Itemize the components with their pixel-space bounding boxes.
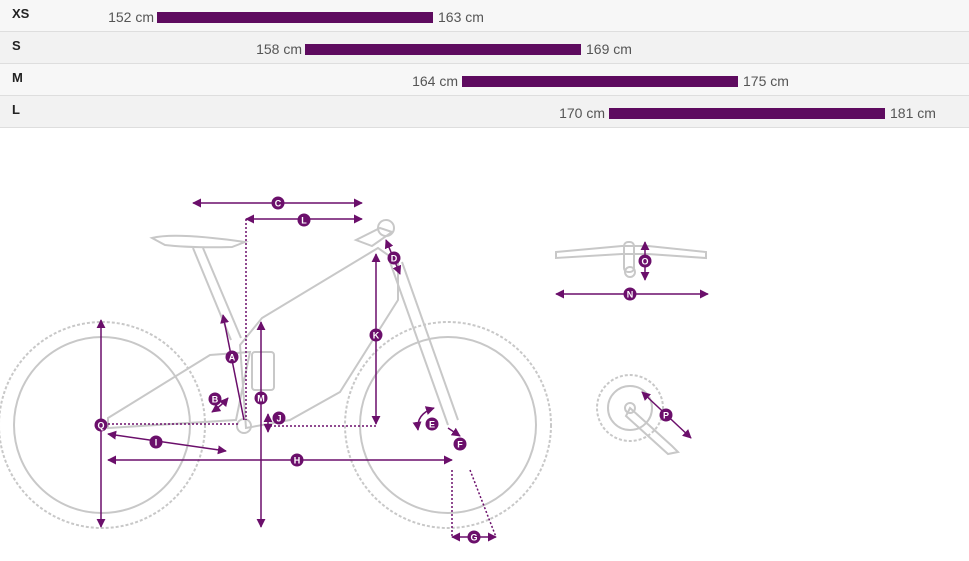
size-label: M	[12, 70, 23, 85]
range-min-label: 164 cm	[412, 73, 458, 89]
marker-f: F	[453, 437, 467, 451]
rear-wheel	[0, 321, 206, 529]
height-range-bar	[305, 44, 581, 55]
front-wheel-rim	[359, 336, 537, 514]
height-range-bar	[157, 12, 433, 23]
marker-m: M	[254, 391, 268, 405]
marker-letter: A	[229, 353, 236, 363]
marker-letter: P	[663, 411, 669, 421]
dim-i-line	[107, 430, 227, 455]
range-min-label: 170 cm	[559, 105, 605, 121]
marker-i: I	[149, 435, 163, 449]
range-max-label: 181 cm	[890, 105, 936, 121]
marker-k: K	[369, 328, 383, 342]
height-range-bar	[462, 76, 738, 87]
range-min-label: 158 cm	[256, 41, 302, 57]
size-range-table: XS 152 cm 163 cm S 158 cm 169 cm M 164 c…	[0, 0, 969, 128]
marker-letter: N	[627, 290, 634, 300]
size-row-xs: XS 152 cm 163 cm	[0, 0, 969, 32]
size-label: XS	[12, 6, 30, 21]
measurement-lines	[96, 198, 709, 542]
marker-letter: M	[257, 394, 265, 404]
dim-b-arc	[211, 397, 229, 413]
dim-g-ref2	[469, 469, 497, 538]
rear-triangle	[107, 350, 252, 430]
stem-clamp	[623, 241, 635, 273]
saddle	[149, 234, 249, 249]
fork	[389, 261, 459, 426]
size-label: S	[12, 38, 21, 53]
marker-l: L	[297, 213, 311, 227]
bike-outline	[0, 219, 552, 529]
marker-letter: F	[457, 440, 463, 450]
bike-geometry-diagram: C L D K A M B J Q E I F H G O N P	[0, 196, 709, 544]
size-label: L	[12, 102, 20, 117]
marker-letter: Q	[97, 421, 104, 431]
handlebar-clamp	[377, 219, 395, 237]
marker-o: O	[638, 254, 652, 268]
crank-spindle	[624, 402, 636, 414]
dim-f-line	[447, 427, 461, 437]
marker-letter: J	[276, 414, 281, 424]
crank-arm	[624, 406, 681, 456]
marker-d: D	[387, 251, 401, 265]
marker-a: A	[225, 350, 239, 364]
rear-shock	[251, 351, 275, 391]
marker-letter: D	[391, 254, 398, 264]
range-max-label: 175 cm	[743, 73, 789, 89]
marker-q: Q	[94, 418, 108, 432]
marker-letter: E	[429, 420, 435, 430]
handlebar-shape	[555, 245, 707, 260]
handlebar-detail	[555, 241, 707, 278]
range-max-label: 169 cm	[586, 41, 632, 57]
size-row-s: S 158 cm 169 cm	[0, 32, 969, 64]
dimension-markers: C L D K A M B J Q E I F H G O N P	[94, 196, 673, 544]
dim-a-line	[220, 314, 245, 421]
bottom-bracket	[236, 418, 252, 434]
marker-letter: B	[212, 395, 219, 405]
size-row-m: M 164 cm 175 cm	[0, 64, 969, 96]
marker-g: G	[467, 530, 481, 544]
marker-c: C	[271, 196, 285, 210]
front-wheel	[344, 321, 552, 529]
marker-letter: K	[373, 331, 380, 341]
marker-letter: C	[275, 199, 282, 209]
range-max-label: 163 cm	[438, 9, 484, 25]
marker-b: B	[208, 392, 222, 406]
dim-e-arc	[412, 406, 435, 431]
marker-n: N	[623, 287, 637, 301]
marker-h: H	[290, 453, 304, 467]
marker-j: J	[272, 411, 286, 425]
marker-letter: I	[155, 438, 158, 448]
size-row-l: L 170 cm 181 cm	[0, 96, 969, 128]
marker-letter: H	[294, 456, 301, 466]
height-range-bar	[609, 108, 885, 119]
marker-p: P	[659, 408, 673, 422]
range-min-label: 152 cm	[108, 9, 154, 25]
steerer-end	[624, 266, 636, 278]
marker-e: E	[425, 417, 439, 431]
marker-letter: O	[641, 257, 648, 267]
marker-letter: L	[301, 216, 307, 226]
seatpost	[192, 247, 242, 341]
marker-letter: G	[470, 533, 477, 543]
